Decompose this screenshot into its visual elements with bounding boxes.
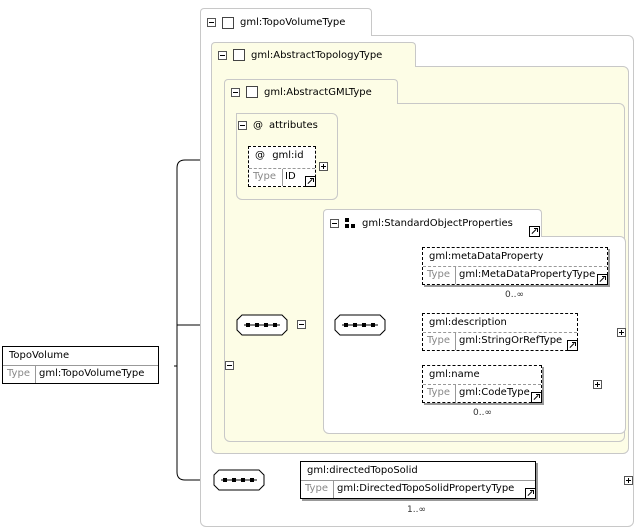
element-name: gml:description [429,317,507,328]
attribute-name: gml:id [272,150,304,161]
abstract-gml-type-tab: gml:AbstractGMLType [224,79,398,104]
cardinality-label: 1..∞ [407,505,426,515]
type-row: Type gml:DirectedTopoSolidPropertyType [301,480,535,498]
attribute-gml-id[interactable]: @ gml:id Type ID [248,146,316,187]
collapse-toggle-icon[interactable] [218,50,227,60]
type-label: Type [305,483,328,494]
type-value: gml:StringOrRefType [459,335,563,346]
type-link-icon[interactable] [525,488,536,499]
type-value: gml:TopoVolumeType [39,368,145,379]
sequence-compositor-icon[interactable] [236,314,288,336]
type-row: Type ID [249,168,315,186]
type-label: Type [427,269,450,280]
abstract-topology-type-tab: gml:AbstractTopologyType [211,42,416,67]
collapse-toggle-icon[interactable] [297,320,307,329]
collapse-toggle-icon[interactable] [231,87,240,97]
root-element-topo-volume[interactable]: TopoVolume Type gml:TopoVolumeType [2,346,159,384]
group-label-standard-object-properties: gml:StandardObjectProperties [362,218,513,229]
expand-toggle-icon[interactable] [624,476,634,485]
type-value: ID [285,171,296,182]
collapse-toggle-icon[interactable] [330,219,339,228]
type-link-icon[interactable] [597,274,608,285]
element-meta-data-property[interactable]: gml:metaDataProperty Type gml:MetaDataPr… [422,247,608,285]
standard-object-properties-tab: gml:StandardObjectProperties [323,209,542,237]
group-label-abstract-topology-type: gml:AbstractTopologyType [251,49,383,61]
cardinality-label: 0..∞ [473,408,492,418]
type-label: Type [427,335,450,346]
element-name: gml:directedTopoSolid [307,465,418,476]
type-row: Type gml:MetaDataPropertyType [423,266,607,284]
complex-type-icon [222,16,234,29]
element-description[interactable]: gml:description Type gml:StringOrRefType [422,313,578,351]
expand-toggle-icon[interactable] [616,328,626,337]
attributes-label: attributes [269,120,318,131]
type-link-icon[interactable] [531,392,542,403]
cardinality-label: 0..∞ [505,290,524,300]
collapse-toggle-icon[interactable] [207,18,216,27]
type-value: gml:CodeType [459,387,530,398]
element-name: gml:metaDataProperty [429,251,544,262]
element-directed-topo-solid[interactable]: gml:directedTopoSolid Type gml:DirectedT… [300,461,536,499]
type-row: Type gml:TopoVolumeType [3,365,158,383]
complex-type-icon [233,49,245,61]
type-label: Type [253,171,276,182]
group-icon [345,218,356,229]
at-icon: @ [255,150,265,161]
group-label-topo-volume-type: gml:TopoVolumeType [240,17,346,28]
collapse-toggle-icon[interactable] [238,121,247,130]
group-link-icon[interactable] [529,226,540,237]
sequence-compositor-icon[interactable] [213,469,265,491]
sequence-compositor-icon[interactable] [334,314,386,336]
type-label: Type [427,387,450,398]
type-value: gml:DirectedTopoSolidPropertyType [337,483,515,494]
type-row: Type gml:CodeType [423,384,541,402]
element-name: TopoVolume [9,350,70,361]
type-link-icon[interactable] [305,176,316,187]
complex-type-icon [246,86,258,98]
expand-toggle-icon[interactable] [592,380,602,389]
type-row: Type gml:StringOrRefType [423,332,577,350]
type-link-icon[interactable] [567,340,578,351]
collapse-toggle-icon[interactable] [224,361,234,370]
expand-toggle-icon[interactable] [319,162,328,171]
element-name: gml:name [429,369,480,380]
attributes-header: @ attributes [238,120,318,131]
at-icon: @ [253,120,263,131]
group-label-abstract-gml-type: gml:AbstractGMLType [264,86,372,98]
type-value: gml:MetaDataPropertyType [459,269,596,280]
topo-volume-type-tab: gml:TopoVolumeType [200,8,372,36]
type-label: Type [7,368,30,379]
element-name-box[interactable]: gml:name Type gml:CodeType [422,365,542,403]
